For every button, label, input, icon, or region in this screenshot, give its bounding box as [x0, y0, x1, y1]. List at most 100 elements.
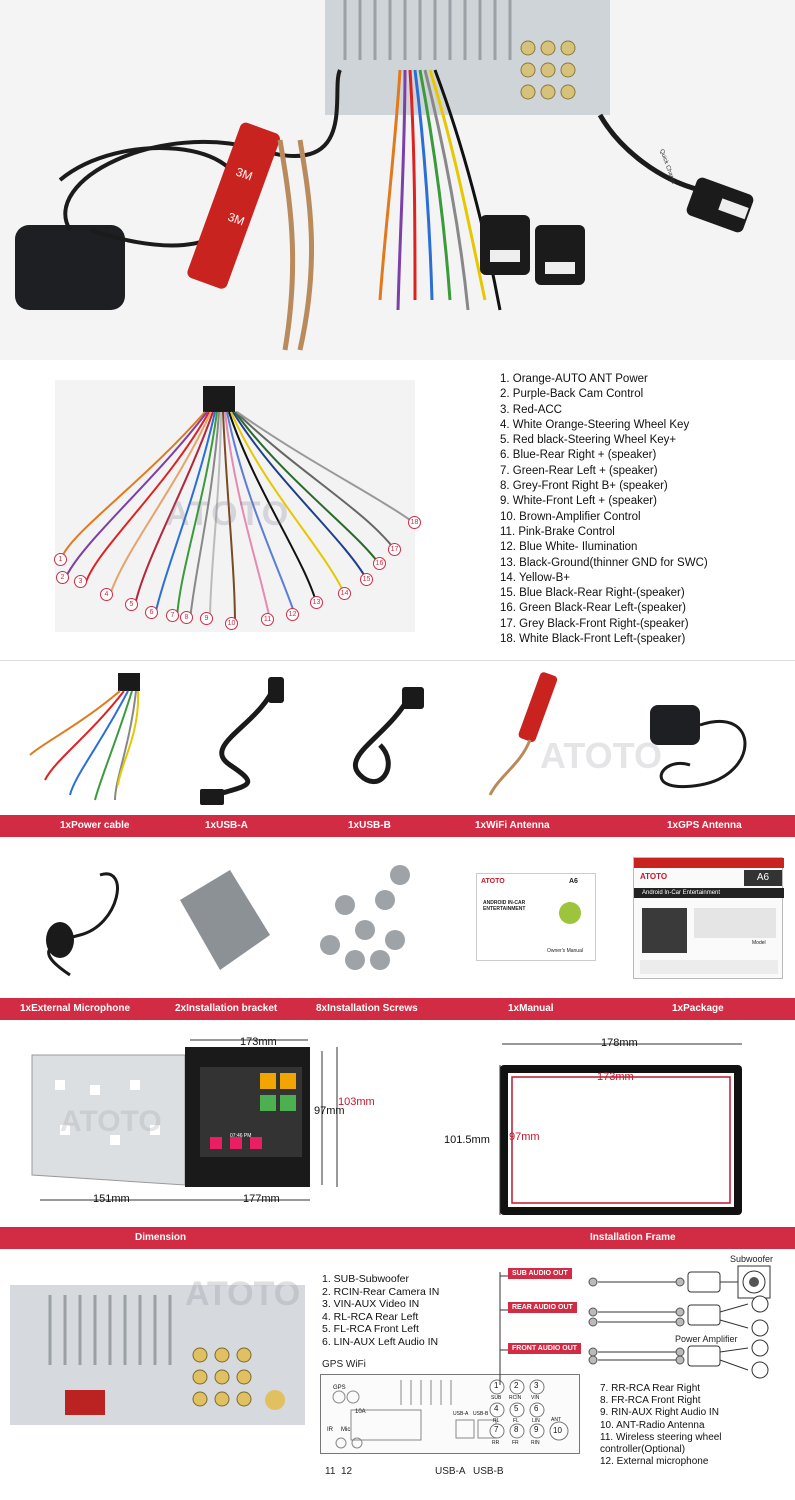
- package-image: ATOTO A6 Android In-Car Entertainment Mo…: [633, 857, 784, 979]
- port-item: 6. LIN-AUX Left Audio IN: [322, 1335, 439, 1348]
- label-dimension: Dimension: [135, 1232, 187, 1243]
- port-item: 7. RR-RCA Rear Right: [600, 1383, 701, 1394]
- label-power-cable: 1xPower cable: [60, 820, 130, 831]
- pin-item: 16. Green Black-Rear Left-(speaker): [500, 602, 686, 615]
- label-microphone: 1xExternal Microphone: [20, 1003, 131, 1014]
- android-icon: [559, 902, 581, 924]
- manual-model: A6: [569, 878, 578, 885]
- divider: [0, 660, 795, 661]
- dim-unit-height-outer: 103mm: [338, 1096, 375, 1108]
- gps-wifi-label: GPS WiFi: [322, 1359, 366, 1370]
- accessory-images-row2: ATOTO A6 ANDROID IN-CAR ENTERTAINMENT Ow…: [0, 845, 795, 995]
- port-item: 1. SUB-Subwoofer: [322, 1273, 409, 1285]
- dimension-illustration: 173mm 97mm 103mm 151mm 177mm 178mm 173mm…: [0, 1025, 795, 1225]
- diag-l-ant: ANT: [551, 1417, 561, 1423]
- package-model: A6: [744, 870, 782, 886]
- dim-unit-width: 173mm: [240, 1036, 277, 1048]
- port-item: 8. FR-RCA Front Right: [600, 1395, 701, 1407]
- pin-item: 4. White Orange-Steering Wheel Key: [500, 418, 690, 431]
- audio-output-svg: [499, 1265, 771, 1385]
- tag-sub-audio-out: SUB AUDIO OUT: [508, 1268, 572, 1279]
- port-list-a: 1. SUB-Subwoofer 2. RCIN-Rear Camera IN …: [322, 1273, 439, 1349]
- diag-p4: 4: [494, 1404, 499, 1413]
- diag-usb-b: USB-B: [473, 1466, 504, 1477]
- accessory-row2-svg: [46, 865, 410, 977]
- label-installation-frame: Installation Frame: [590, 1232, 676, 1243]
- port-item: 2. RCIN-Rear Camera IN: [322, 1285, 440, 1298]
- diag-mic: Mic: [341, 1427, 351, 1433]
- label-manual: 1xManual: [508, 1003, 554, 1014]
- label-gps-antenna: 1xGPS Antenna: [667, 820, 742, 831]
- audio-output-diagram: [488, 1260, 788, 1385]
- accessory-watermark: ATOTO: [540, 735, 663, 776]
- subwoofer-label: Subwoofer: [730, 1254, 774, 1264]
- pin-number-badge: 2: [56, 571, 69, 584]
- dim-front-width: 177mm: [243, 1193, 280, 1205]
- diag-l-rr: RR: [492, 1440, 500, 1446]
- pin-item: 14. Yellow-B+: [500, 571, 571, 584]
- pin-item: 15. Blue Black-Rear Right-(speaker): [500, 587, 685, 600]
- pin-item: 18. White Black-Front Left-(speaker): [500, 633, 686, 646]
- diag-l-fl: FL: [513, 1418, 519, 1424]
- dim-frame-inner-height: 97mm: [509, 1131, 540, 1143]
- pin-number-badge: 8: [180, 611, 193, 624]
- diag-l-lin: LIN: [532, 1418, 540, 1424]
- label-screws: 8xInstallation Screws: [316, 1003, 418, 1014]
- rear-diagram-svg: [332, 1379, 569, 1449]
- label-package: 1xPackage: [672, 1003, 724, 1014]
- pin-number-badge: 17: [388, 543, 401, 556]
- screen-time: 07:46 PM: [230, 1133, 252, 1139]
- pin-number-badge: 14: [338, 587, 351, 600]
- pin-number-badge: 1: [54, 553, 67, 566]
- label-usb-a: 1xUSB-A: [205, 820, 248, 831]
- diag-l-sub: SUB: [491, 1395, 502, 1401]
- rear-panel-photo: [10, 1285, 305, 1425]
- diag-p6: 6: [534, 1404, 539, 1413]
- tag-rear-audio-out: REAR AUDIO OUT: [508, 1302, 577, 1313]
- pin-number-badge: 5: [125, 598, 138, 611]
- manual-title: ANDROID IN-CAR ENTERTAINMENT: [483, 900, 526, 912]
- diag-usb-a: USB-A: [435, 1466, 466, 1477]
- diag-p7: 7: [494, 1425, 499, 1434]
- rear-panel-svg: [48, 1295, 285, 1415]
- hero-photo-illustration: 3M 3M Quick Charge: [0, 0, 795, 360]
- diag-p8: 8: [514, 1425, 519, 1434]
- pin-number-badge: 18: [408, 516, 421, 529]
- pin-item: 1. Orange-AUTO ANT Power: [500, 373, 648, 385]
- pin-number-badge: 10: [225, 617, 238, 630]
- port-item: 10. ANT-Radio Antenna: [600, 1419, 705, 1431]
- rear-watermark: ATOTO: [185, 1275, 301, 1313]
- manual-brand: ATOTO: [481, 878, 505, 885]
- accessory-label-bar-2: 1xExternal Microphone 2xInstallation bra…: [0, 998, 795, 1020]
- pin-item: 3. Red-ACC: [500, 403, 562, 416]
- dimension-svg: [31, 1039, 742, 1215]
- pin-number-badge: 12: [286, 608, 299, 621]
- diag-p10: 10: [553, 1426, 562, 1435]
- diag-p5: 5: [514, 1404, 519, 1413]
- diag-p3: 3: [534, 1381, 539, 1390]
- diag-usb-a-small: USB-A: [453, 1411, 469, 1417]
- diag-l-rl: RL: [493, 1418, 500, 1424]
- pin-number-badge: 4: [100, 588, 113, 601]
- accessory-images-row1: ATOTO: [0, 665, 795, 815]
- manual-footer: Owner's Manual: [547, 948, 583, 954]
- pin-item: 11. Pink-Brake Control: [500, 525, 615, 538]
- package-footer: Model: [752, 940, 766, 946]
- antenna-3m-label-a: 3M: [234, 165, 254, 184]
- diag-num11: 11: [325, 1466, 336, 1477]
- diag-usb-b-small: USB-B: [473, 1411, 489, 1417]
- diag-l-rcin: RCIN: [509, 1395, 522, 1401]
- port-item: 9. RIN-AUX Right Audio IN: [600, 1407, 719, 1419]
- diag-l-fr: FR: [512, 1440, 519, 1446]
- pin-item: 7. Green-Rear Left + (speaker): [500, 464, 658, 477]
- accessory-label-bar-1: 1xPower cable 1xUSB-A 1xUSB-B 1xWiFi Ant…: [0, 815, 795, 837]
- dimension-watermark: ATOTO: [60, 1105, 162, 1138]
- pin-number-badge: 16: [373, 557, 386, 570]
- diag-p1: 1: [494, 1381, 499, 1390]
- pin-item: 5. Red black-Steering Wheel Key+: [500, 434, 677, 447]
- pin-number-badge: 13: [310, 596, 323, 609]
- manual-image: ATOTO A6 ANDROID IN-CAR ENTERTAINMENT Ow…: [476, 873, 596, 961]
- dim-frame-inner-width: 173mm: [597, 1071, 634, 1083]
- port-item: controller(Optional): [600, 1444, 686, 1456]
- pin-item: 10. Brown-Amplifier Control: [500, 510, 641, 523]
